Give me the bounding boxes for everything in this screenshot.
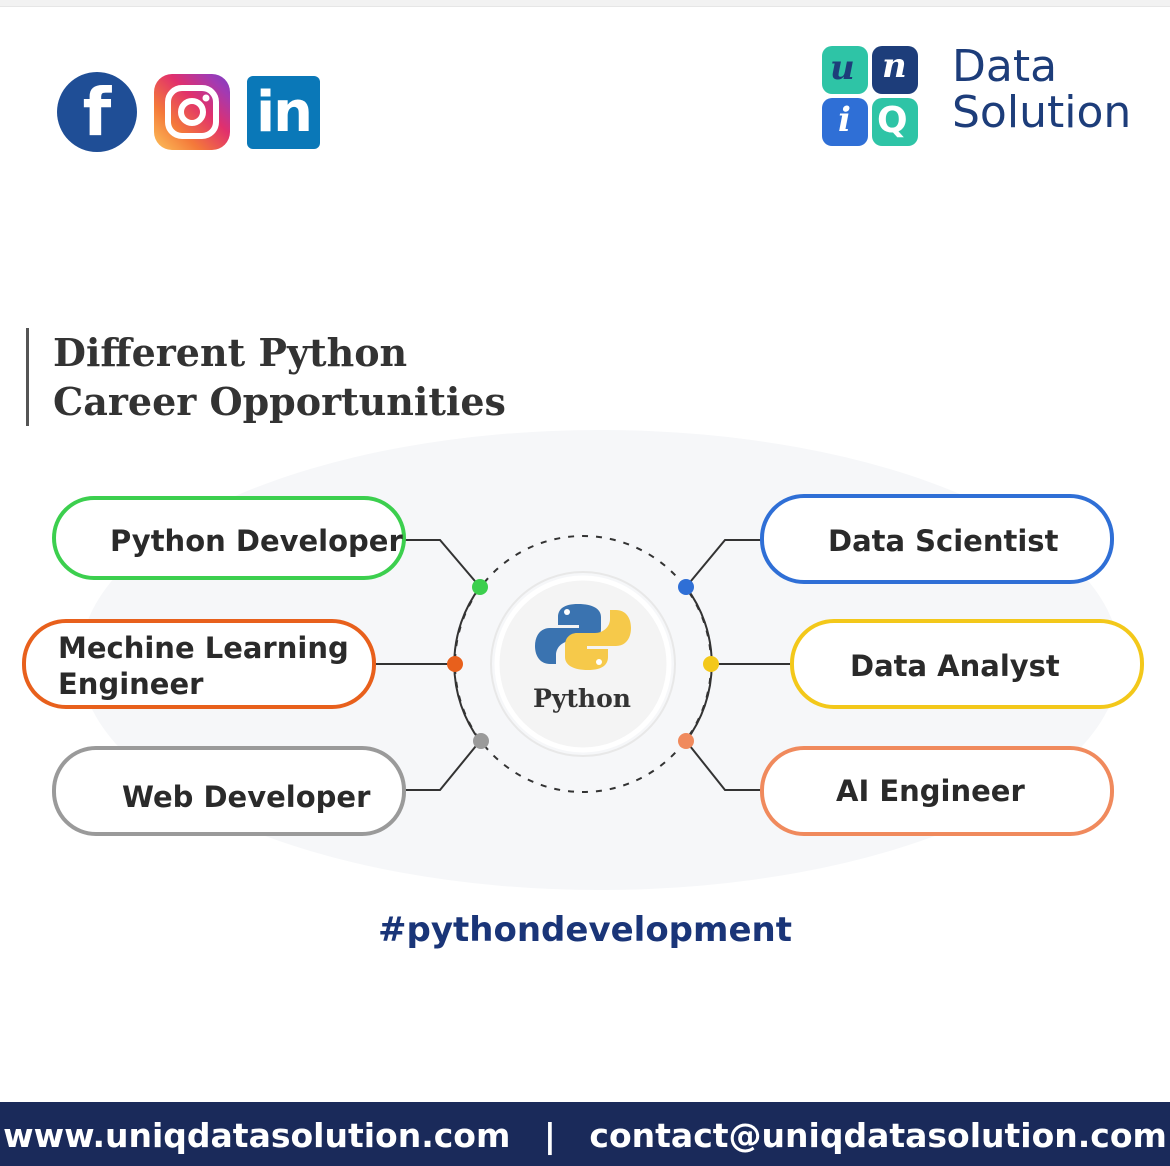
career-data-scientist: Data Scientist <box>760 494 1114 584</box>
title-line1: Different Python <box>53 330 408 375</box>
career-label: Web Developer <box>122 780 371 814</box>
career-label: Data Analyst <box>850 649 1060 683</box>
career-label: AI Engineer <box>836 774 1025 808</box>
career-label-line2: Engineer <box>58 667 204 701</box>
facebook-icon[interactable]: f <box>57 72 137 152</box>
uniq-logo-icon: u n i Q <box>822 46 920 148</box>
connector-python-developer <box>405 539 481 588</box>
python-logo-icon <box>535 604 631 670</box>
dot-python-developer <box>472 579 488 595</box>
logo-letter-i: i <box>838 100 851 140</box>
python-center-label: Python <box>533 684 631 713</box>
title-line2: Career Opportunities <box>53 379 506 424</box>
dot-ai-engineer <box>678 733 694 749</box>
career-label-line1: Mechine Learning <box>58 631 349 665</box>
python-center-shadow <box>490 571 676 757</box>
footer-contact: www.uniqdatasolution.com | contact@uniqd… <box>0 1116 1170 1155</box>
logo-text: Data Solution <box>952 44 1131 136</box>
dot-data-scientist <box>678 579 694 595</box>
career-ai-engineer: AI Engineer <box>760 746 1114 836</box>
career-label: Data Scientist <box>828 524 1059 558</box>
top-border <box>0 0 1170 7</box>
career-web-developer: Web Developer <box>52 746 406 836</box>
page-title: Different Python Career Opportunities <box>26 328 506 426</box>
footer-bar: www.uniqdatasolution.com | contact@uniqd… <box>0 1102 1170 1166</box>
instagram-icon[interactable] <box>154 74 230 150</box>
email-link[interactable]: contact@uniqdatasolution.com <box>589 1116 1167 1155</box>
career-machine-learning-engineer: Mechine Learning Engineer <box>22 619 376 709</box>
career-python-developer: Python Developer <box>52 496 406 580</box>
logo-letter-u: u <box>830 48 855 88</box>
career-data-analyst: Data Analyst <box>790 619 1144 709</box>
footer-separator: | <box>543 1116 556 1155</box>
dot-data-analyst <box>703 656 719 672</box>
linkedin-icon[interactable]: in <box>247 76 320 149</box>
career-label: Python Developer <box>110 524 403 558</box>
connector-ai-engineer <box>685 740 762 791</box>
logo-letter-n: n <box>882 46 907 86</box>
logo-letter-q: Q <box>877 100 908 141</box>
logo-text-line2: Solution <box>952 87 1132 138</box>
dot-web-developer <box>473 733 489 749</box>
logo-text-line1: Data <box>952 41 1058 92</box>
connector-data-scientist <box>685 539 762 588</box>
website-link[interactable]: www.uniqdatasolution.com <box>3 1116 511 1155</box>
hashtag: #pythondevelopment <box>378 910 792 950</box>
dot-machine-learning <box>447 656 463 672</box>
connector-web-developer <box>405 740 481 791</box>
